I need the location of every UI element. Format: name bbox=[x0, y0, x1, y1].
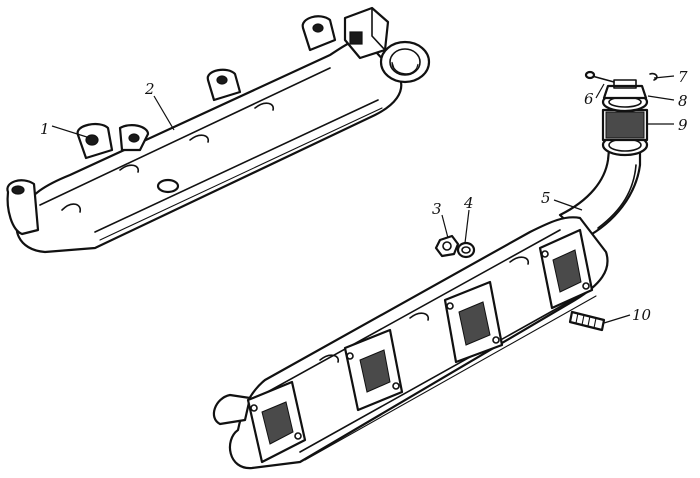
callout-8: 8 bbox=[678, 92, 688, 110]
flange-2 bbox=[343, 328, 404, 412]
upper-manifold bbox=[6, 6, 431, 254]
callout-6: 6 bbox=[584, 90, 594, 108]
callout-1: 1 bbox=[40, 120, 50, 138]
stud-10 bbox=[568, 310, 606, 332]
callout-10: 10 bbox=[632, 306, 652, 324]
callout-3: 3 bbox=[432, 200, 442, 218]
washer-4 bbox=[456, 241, 476, 259]
clamp-assembly bbox=[584, 70, 658, 157]
lower-manifold bbox=[212, 138, 642, 470]
flange-3 bbox=[443, 280, 504, 364]
leader-lines bbox=[51, 75, 675, 324]
flange-1 bbox=[246, 380, 307, 464]
callout-9: 9 bbox=[678, 116, 688, 134]
callout-2: 2 bbox=[144, 80, 155, 98]
callout-7: 7 bbox=[678, 68, 688, 86]
callout-4: 4 bbox=[463, 194, 474, 212]
callout-5: 5 bbox=[541, 189, 551, 207]
nut-3 bbox=[434, 234, 460, 258]
flange-4 bbox=[538, 228, 594, 310]
